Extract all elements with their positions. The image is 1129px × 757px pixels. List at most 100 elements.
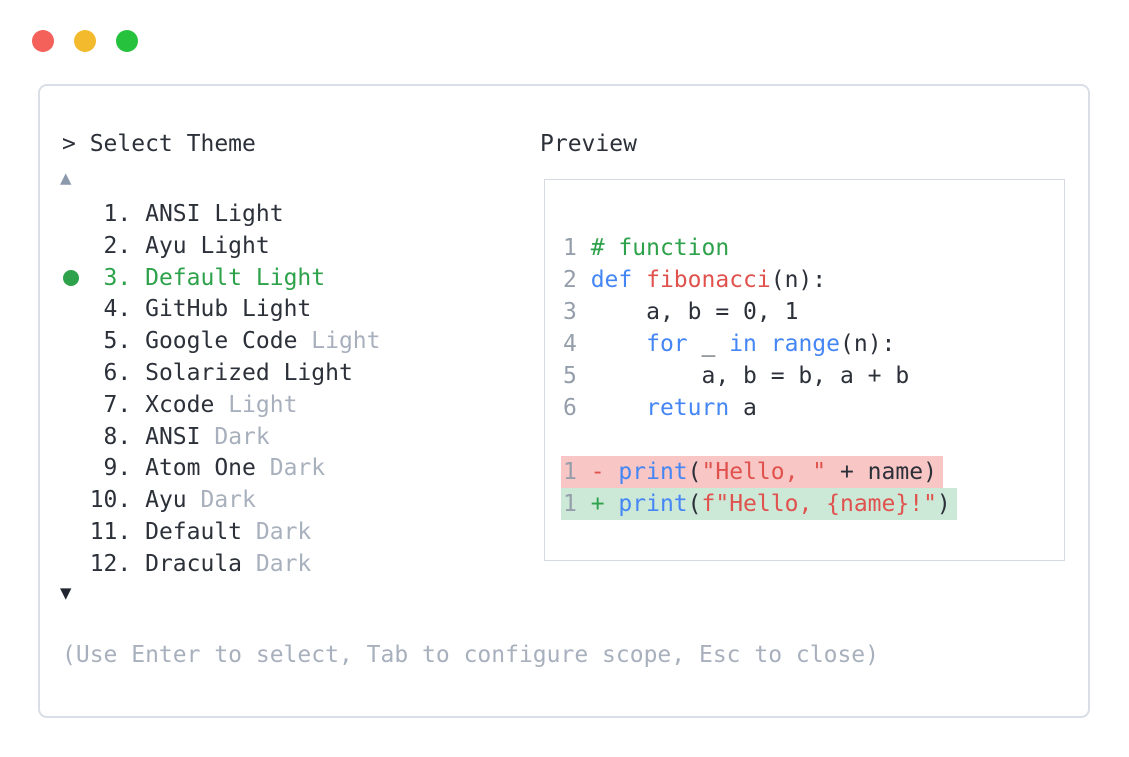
- theme-item-number: 10.: [62, 487, 146, 514]
- code-line: 1 # function: [563, 232, 1064, 264]
- code-token-keyword: in: [729, 331, 757, 357]
- code-line: 4 for _ in range(n):: [563, 328, 1064, 360]
- theme-item-label: Solarized Light: [145, 359, 353, 386]
- select-theme-prompt: > Select Theme: [62, 131, 256, 157]
- scroll-down-icon[interactable]: ▼: [60, 582, 72, 604]
- scroll-up-icon[interactable]: ▲: [60, 167, 72, 189]
- theme-item-number: 3.: [62, 264, 146, 291]
- code-token-string: f"Hello, {name}!": [701, 491, 937, 517]
- code-token-plain: + name): [826, 459, 937, 485]
- theme-list-item[interactable]: 3. Default Light: [62, 263, 381, 295]
- code-token-string: "Hello, ": [701, 459, 827, 485]
- theme-list-item[interactable]: 6. Solarized Light: [62, 358, 381, 390]
- theme-item-label: Dark: [200, 487, 256, 514]
- theme-item-label: Google Code: [145, 328, 312, 355]
- code-token-plain: (: [687, 491, 702, 517]
- preview-title: Preview: [540, 131, 637, 157]
- code-token-plain: (n):: [770, 267, 827, 293]
- code-token-plain: a, b = b, a + b: [590, 363, 910, 389]
- code-token-keyword: return: [646, 395, 730, 421]
- code-token-linenum: 5: [563, 363, 591, 389]
- code-token-plain: _: [687, 331, 730, 357]
- code-token-linenum: 1: [563, 459, 591, 485]
- code-token-keyword: def: [590, 267, 633, 293]
- theme-item-number: 11.: [62, 518, 146, 545]
- code-line: 5 a, b = b, a + b: [563, 360, 1064, 392]
- theme-selector-window: > Select Theme ▲ 1. ANSI Light 2. Ayu Li…: [38, 84, 1090, 718]
- theme-item-label: Dark: [214, 423, 270, 450]
- theme-item-label: Dark: [269, 455, 326, 482]
- code-line: [563, 424, 1064, 456]
- code-token-keyword: range: [770, 331, 840, 357]
- traffic-lights: [32, 30, 138, 52]
- code-token-plain: ): [936, 491, 951, 517]
- theme-item-number: 4.: [62, 296, 146, 323]
- theme-list-item[interactable]: 2. Ayu Light: [62, 231, 381, 263]
- theme-list-item[interactable]: 9. Atom One Dark: [62, 453, 381, 485]
- theme-list-item[interactable]: 12. Dracula Dark: [62, 549, 381, 581]
- theme-list-item[interactable]: 5. Google Code Light: [62, 326, 381, 358]
- theme-item-label: Default Light: [145, 264, 326, 291]
- theme-item-label: ANSI Light: [145, 201, 284, 227]
- code-token-keyword: print: [618, 459, 688, 485]
- theme-item-label: Dark: [255, 550, 312, 577]
- code-token-linenum: 3: [563, 299, 591, 325]
- code-token-plain: a: [729, 395, 757, 421]
- theme-list-item[interactable]: 11. Default Dark: [62, 517, 381, 549]
- code-token-plain: (n):: [840, 331, 896, 357]
- code-token-linenum: 4: [563, 331, 591, 357]
- code-token-func: fibonacci: [646, 267, 771, 293]
- code-token-plain: [632, 267, 646, 293]
- theme-item-label: GitHub Light: [145, 296, 312, 323]
- theme-list-item[interactable]: 8. ANSI Dark: [62, 422, 381, 454]
- keyboard-hint-text: (Use Enter to select, Tab to configure s…: [62, 642, 879, 668]
- theme-item-number: 9.: [62, 455, 146, 482]
- theme-item-number: 5.: [62, 328, 146, 355]
- theme-list: 1. ANSI Light 2. Ayu Light 3. Default Li…: [62, 199, 381, 581]
- theme-list-item[interactable]: 10. Ayu Dark: [62, 485, 381, 517]
- code-token-plain: a, b = 0, 1: [590, 299, 799, 325]
- theme-item-number: 2.: [62, 232, 146, 259]
- selected-indicator-dot: [63, 270, 79, 287]
- theme-item-label: Light: [311, 328, 381, 355]
- theme-item-label: Ayu: [145, 487, 201, 514]
- theme-item-label: Ayu Light: [145, 232, 270, 259]
- theme-item-label: Light: [228, 391, 298, 418]
- code-token-minus: -: [590, 459, 619, 485]
- diff-line-removed: 1 - print("Hello, " + name): [561, 456, 1064, 488]
- theme-item-label: Dracula: [145, 550, 256, 577]
- code-token-keyword: print: [618, 491, 688, 517]
- theme-item-number: 6.: [62, 359, 146, 386]
- code-token-keyword: for: [646, 331, 688, 357]
- code-token-plain: [591, 395, 646, 421]
- zoom-button[interactable]: [116, 30, 138, 52]
- theme-item-label: ANSI: [145, 423, 215, 450]
- code-token-plain: (: [687, 459, 702, 485]
- diff-line-added: 1 + print(f"Hello, {name}!"): [561, 488, 1064, 520]
- close-button[interactable]: [32, 30, 54, 52]
- theme-item-label: Default: [145, 518, 256, 545]
- theme-item-label: Dark: [255, 518, 312, 545]
- minimize-button[interactable]: [74, 30, 96, 52]
- code-token-plain: [591, 331, 646, 357]
- code-token-linenum: 6: [563, 395, 591, 421]
- theme-item-label: Xcode: [145, 391, 229, 418]
- code-token-linenum: 2: [563, 267, 591, 293]
- theme-list-item[interactable]: 1. ANSI Light: [62, 199, 381, 231]
- theme-item-label: Atom One: [145, 455, 270, 482]
- code-token-plain: [757, 331, 771, 357]
- theme-item-number: 8.: [62, 423, 146, 450]
- code-line: 2 def fibonacci(n):: [563, 264, 1064, 296]
- code-token-linenum: 1: [563, 491, 591, 517]
- theme-list-item[interactable]: 4. GitHub Light: [62, 294, 381, 326]
- theme-list-item[interactable]: 7. Xcode Light: [62, 390, 381, 422]
- theme-item-number: 12.: [62, 550, 146, 577]
- code-token-comment: # function: [590, 235, 730, 261]
- theme-item-number: 7.: [62, 391, 146, 418]
- code-line: 6 return a: [563, 392, 1064, 424]
- theme-item-number: 1.: [62, 201, 146, 227]
- code-token-plus: +: [590, 491, 619, 517]
- code-line: 3 a, b = 0, 1: [563, 296, 1064, 328]
